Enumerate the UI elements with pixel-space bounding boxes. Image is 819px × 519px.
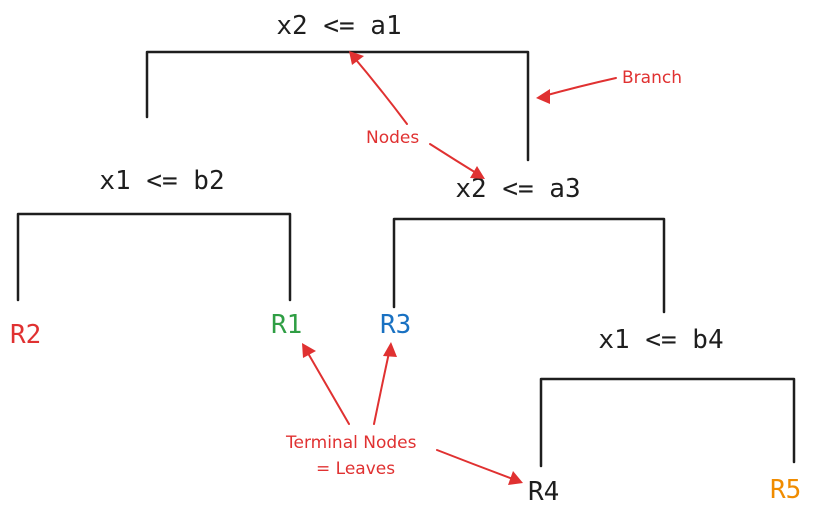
branch-arrowhead	[536, 89, 550, 104]
leaf-r5: R5	[770, 475, 801, 505]
right-split-branch	[392, 217, 666, 314]
terminal-nodes-annotation-line1: Terminal Nodes	[285, 433, 417, 453]
root-node: x2 <= a1	[276, 11, 401, 41]
nodes-arrow-up	[351, 54, 408, 125]
branch-arrow	[539, 77, 617, 98]
leaf-r1: R1	[271, 310, 302, 340]
root-split-branch	[145, 50, 530, 162]
terminal-arrowhead-r1	[302, 343, 316, 358]
nodes-arrowhead-down	[470, 166, 485, 179]
annotation-arrows	[302, 51, 617, 485]
nodes-annotation: Nodes	[366, 128, 419, 148]
terminal-arrowhead-r4	[508, 471, 523, 485]
terminal-arrow-r4	[436, 449, 519, 482]
nodes-arrowhead-up	[349, 51, 364, 65]
terminal-arrowhead-r3	[383, 342, 397, 357]
left-node: x1 <= b2	[99, 166, 224, 196]
branches	[16, 50, 796, 468]
right-right-node: x1 <= b4	[598, 325, 723, 355]
branch-annotation: Branch	[622, 68, 682, 88]
terminal-nodes-annotation-line2: = Leaves	[316, 459, 395, 479]
right-node: x2 <= a3	[455, 174, 580, 204]
leaf-r4: R4	[528, 477, 559, 507]
leaf-r2: R2	[10, 320, 41, 350]
leaf-r3: R3	[380, 310, 411, 340]
nodes-arrow-down	[429, 143, 482, 177]
terminal-arrow-r3	[373, 347, 391, 425]
terminal-arrow-r1	[304, 347, 350, 425]
right-right-split-branch	[539, 377, 796, 468]
left-split-branch	[16, 212, 292, 302]
